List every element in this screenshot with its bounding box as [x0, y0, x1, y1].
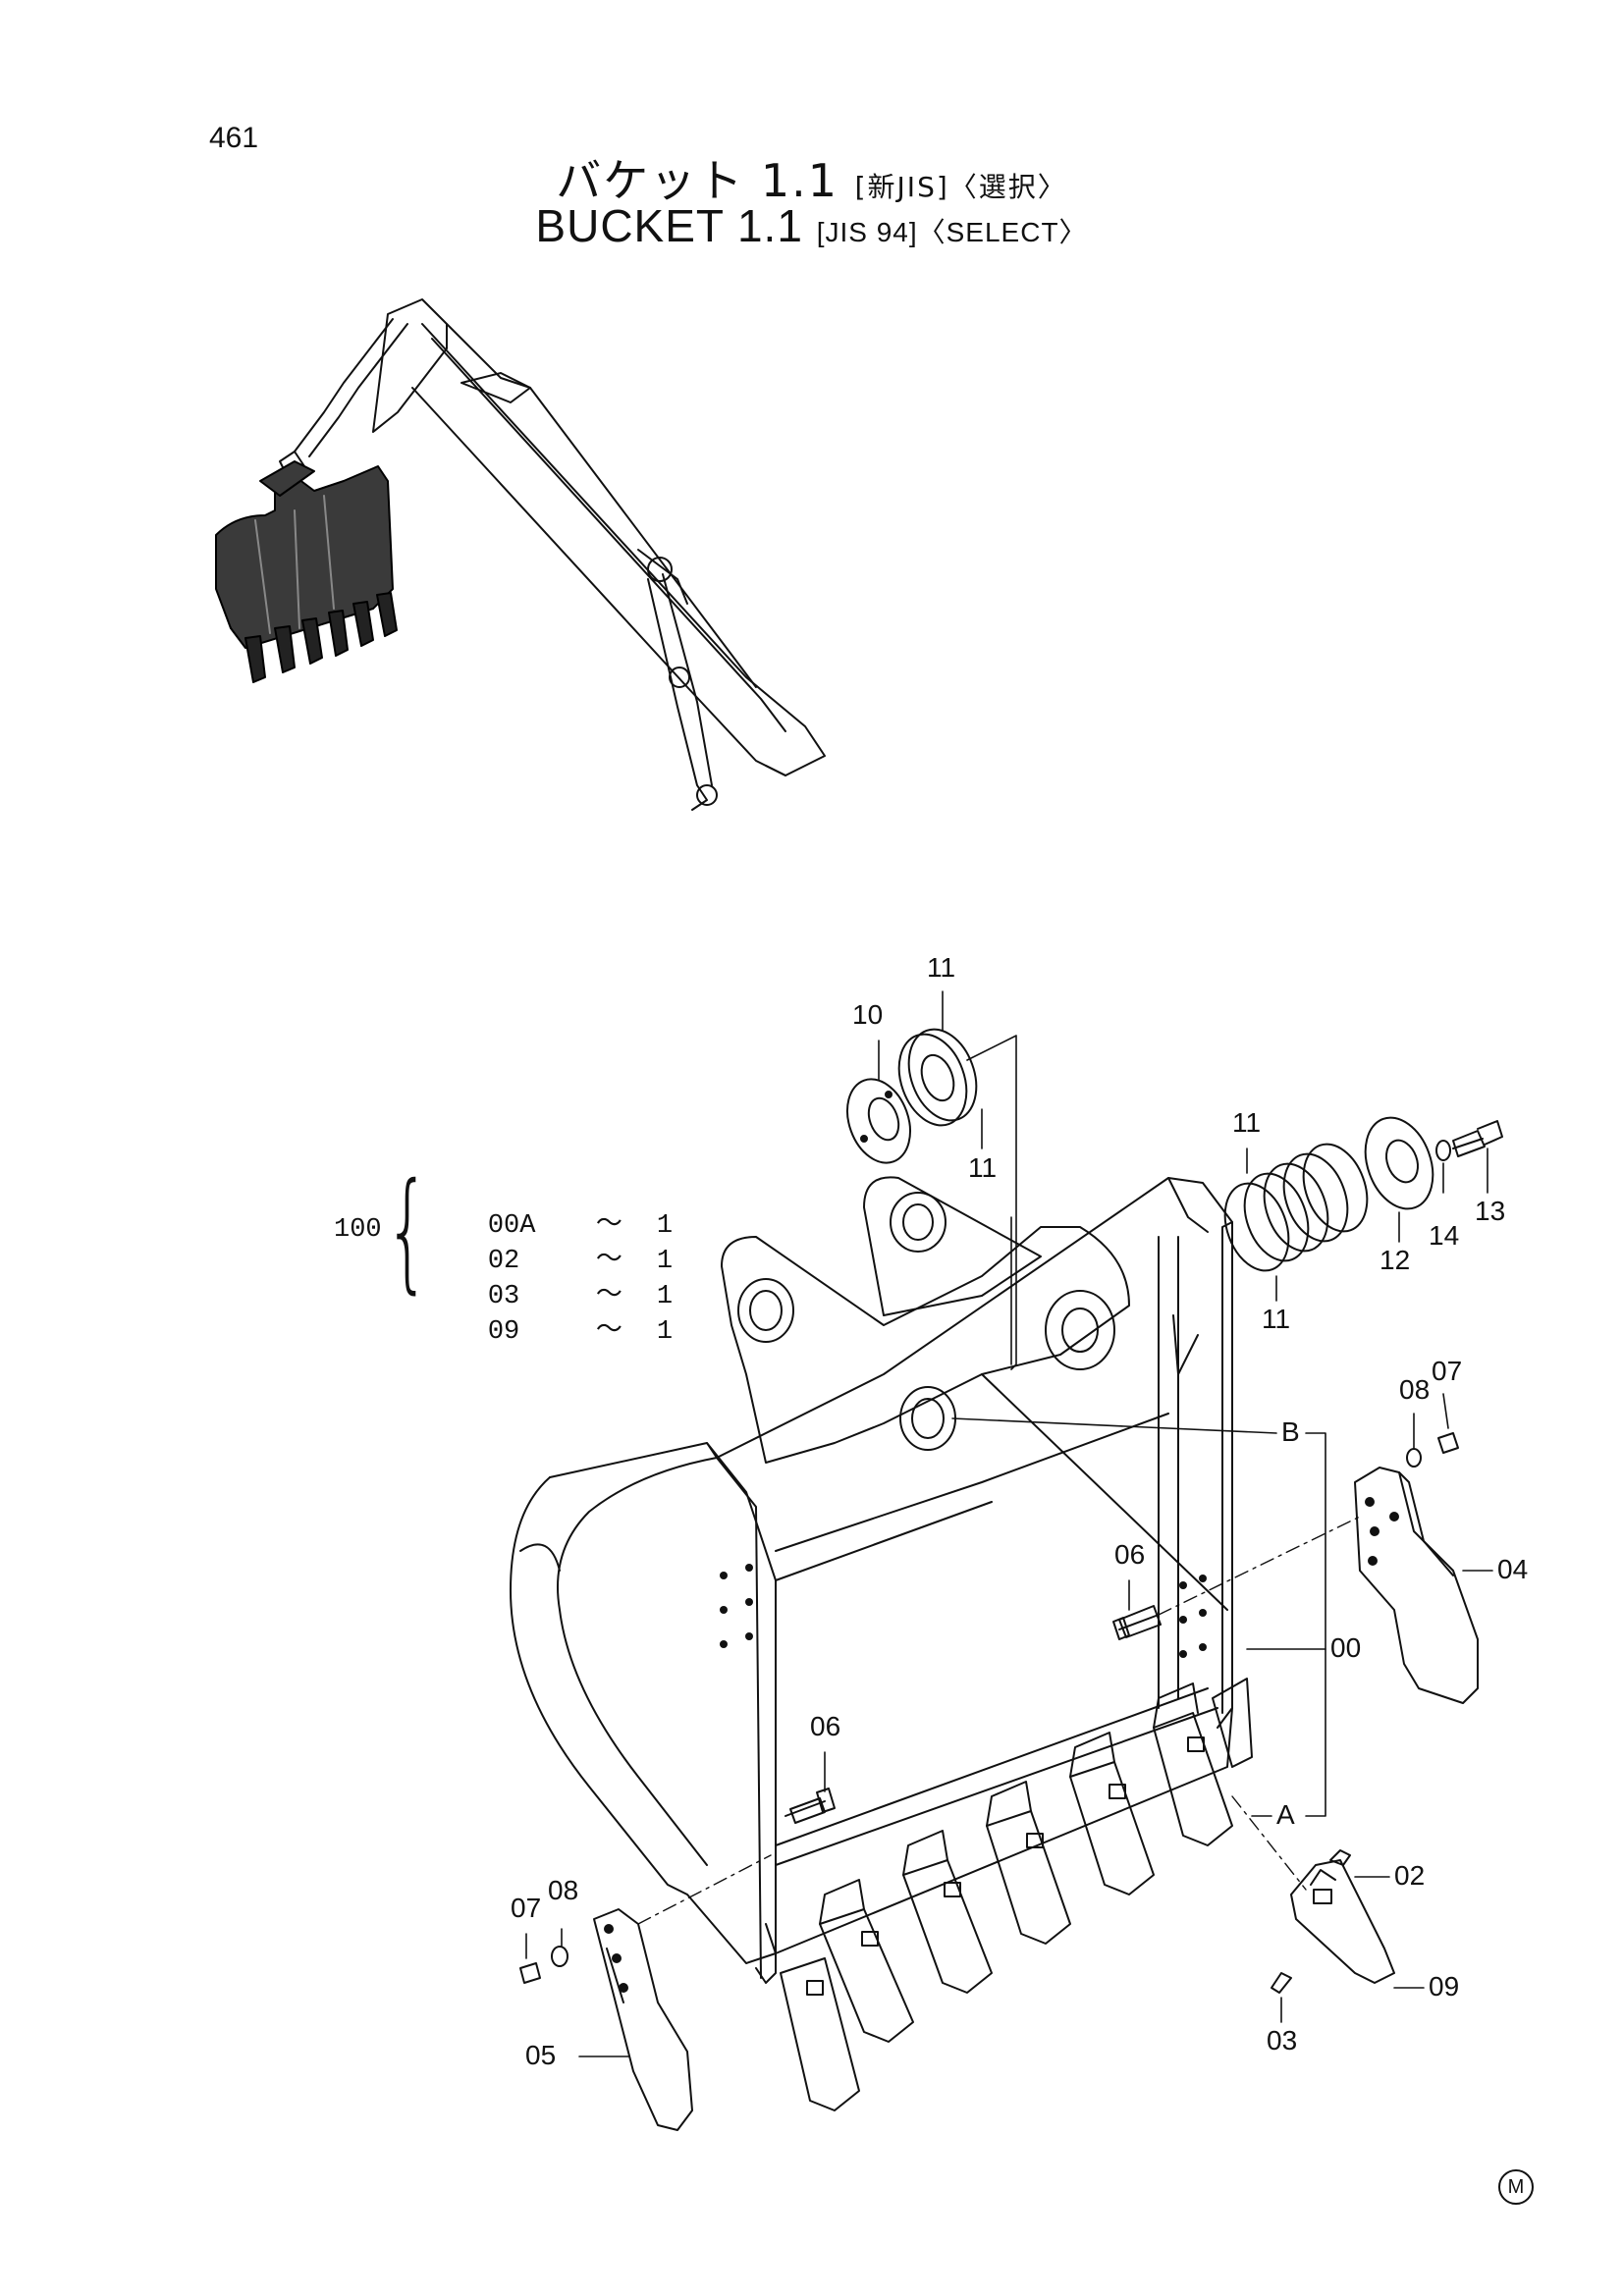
title-japanese: バケット 1.1 [新JIS]〈選択〉 — [0, 145, 1623, 210]
alignment-lines — [637, 1516, 1361, 1925]
part-07-nut-right — [1437, 1432, 1459, 1454]
callout-07: 07 — [1432, 1356, 1463, 1386]
title-jp-main: バケット 1.1 — [556, 154, 839, 207]
part-04-side-cutter — [1354, 1467, 1479, 1704]
callout-04: 04 — [1497, 1554, 1529, 1584]
part-02-pin — [1329, 1849, 1351, 1866]
part-03-lock — [1271, 1972, 1292, 1994]
part-08-washer-right — [1406, 1448, 1422, 1468]
part-09-tooth — [1290, 1859, 1395, 1984]
callout-A: A — [1276, 1799, 1295, 1830]
part-12-plate — [1364, 1116, 1434, 1210]
callout-14: 14 — [1429, 1220, 1460, 1251]
bucket-main-illustration — [510, 1176, 1253, 2111]
callout-06: 06 — [810, 1711, 841, 1741]
callout-05: 05 — [525, 2040, 557, 2070]
leader-lines — [525, 990, 1493, 2057]
callout-11: 11 — [1232, 1107, 1262, 1138]
part-14-washer — [1435, 1140, 1451, 1161]
kit-row: 02〜1 — [487, 1247, 674, 1276]
kit-row: 00A〜1 — [487, 1211, 674, 1241]
title-en-main: BUCKET 1.1 — [535, 200, 803, 251]
kit-brace: { — [385, 1155, 431, 1307]
callout-08: 08 — [548, 1875, 579, 1905]
title-english: BUCKET 1.1 [JIS 94]〈SELECT〉 — [0, 199, 1623, 252]
title-jp-sub: [新JIS]〈選択〉 — [854, 171, 1067, 203]
part-11-shims-right — [1223, 1143, 1369, 1272]
kit-row: 03〜1 — [487, 1282, 674, 1311]
callout-06: 06 — [1114, 1539, 1146, 1570]
title-en-sub: [JIS 94]〈SELECT〉 — [816, 217, 1088, 247]
kit-number: 100 — [334, 1215, 382, 1245]
callout-12: 12 — [1380, 1245, 1411, 1275]
callout-11: 11 — [1262, 1304, 1291, 1334]
callout-03: 03 — [1267, 2025, 1298, 2056]
callout-08: 08 — [1399, 1374, 1431, 1405]
callout-13: 13 — [1475, 1196, 1506, 1226]
part-05-side-cutter — [593, 1908, 693, 2131]
part-06-bolt-right — [1112, 1605, 1162, 1640]
callout-07: 07 — [511, 1893, 542, 1923]
callout-11: 11 — [968, 1152, 998, 1183]
circled-m-mark: M — [1498, 2169, 1534, 2205]
part-11-shims-upper — [897, 1028, 978, 1127]
excavator-arm-illustration — [215, 298, 826, 811]
part-08-washer-left — [551, 1946, 568, 1967]
kit-row: 09〜1 — [487, 1317, 674, 1347]
callout-02: 02 — [1394, 1860, 1426, 1891]
part-10-plate — [846, 1078, 911, 1164]
callout-10: 10 — [852, 999, 884, 1030]
callout-B: B — [1281, 1416, 1300, 1447]
callout-09: 09 — [1429, 1971, 1460, 2002]
part-07-nut-left — [519, 1962, 541, 1984]
part-13-bolt — [1452, 1120, 1503, 1157]
page-number: 461 — [209, 122, 259, 154]
callout-11: 11 — [927, 952, 956, 983]
part-06-bolt-left — [784, 1788, 836, 1824]
callout-00: 00 — [1330, 1632, 1362, 1663]
